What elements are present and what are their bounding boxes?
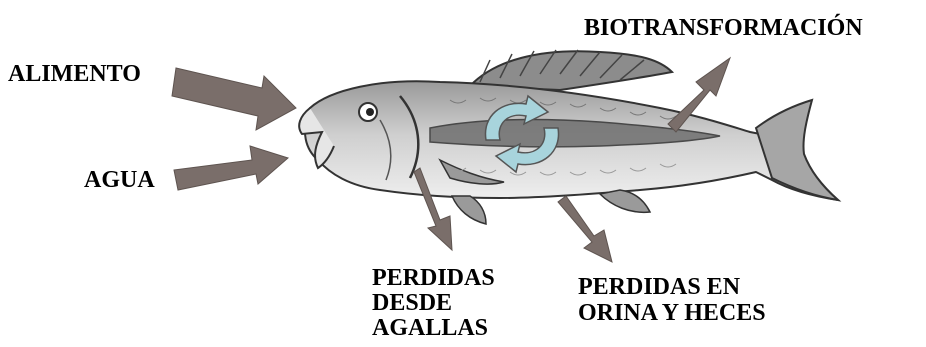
urine-feces-loss-label-line-2: ORINA Y HECES bbox=[578, 300, 766, 326]
gill-loss-label-line-2: DESDE bbox=[372, 291, 495, 316]
urine-feces-loss-label-line-1: PERDIDAS EN bbox=[578, 274, 766, 300]
biotransformation-label: BIOTRANSFORMACIÓN bbox=[584, 16, 863, 40]
food-arrow-icon bbox=[172, 68, 296, 130]
gill-loss-label-line-3: AGALLAS bbox=[372, 316, 495, 341]
water-label: AGUA bbox=[84, 168, 155, 192]
water-arrow-icon bbox=[174, 146, 288, 190]
urine-feces-loss-arrow-icon bbox=[558, 196, 612, 262]
urine-feces-loss-label: PERDIDAS EN ORINA Y HECES bbox=[578, 274, 766, 326]
food-label: ALIMENTO bbox=[8, 62, 141, 86]
gill-loss-label-line-1: PERDIDAS bbox=[372, 266, 495, 291]
fish-icon bbox=[299, 50, 838, 224]
gill-loss-label: PERDIDAS DESDE AGALLAS bbox=[372, 266, 495, 341]
